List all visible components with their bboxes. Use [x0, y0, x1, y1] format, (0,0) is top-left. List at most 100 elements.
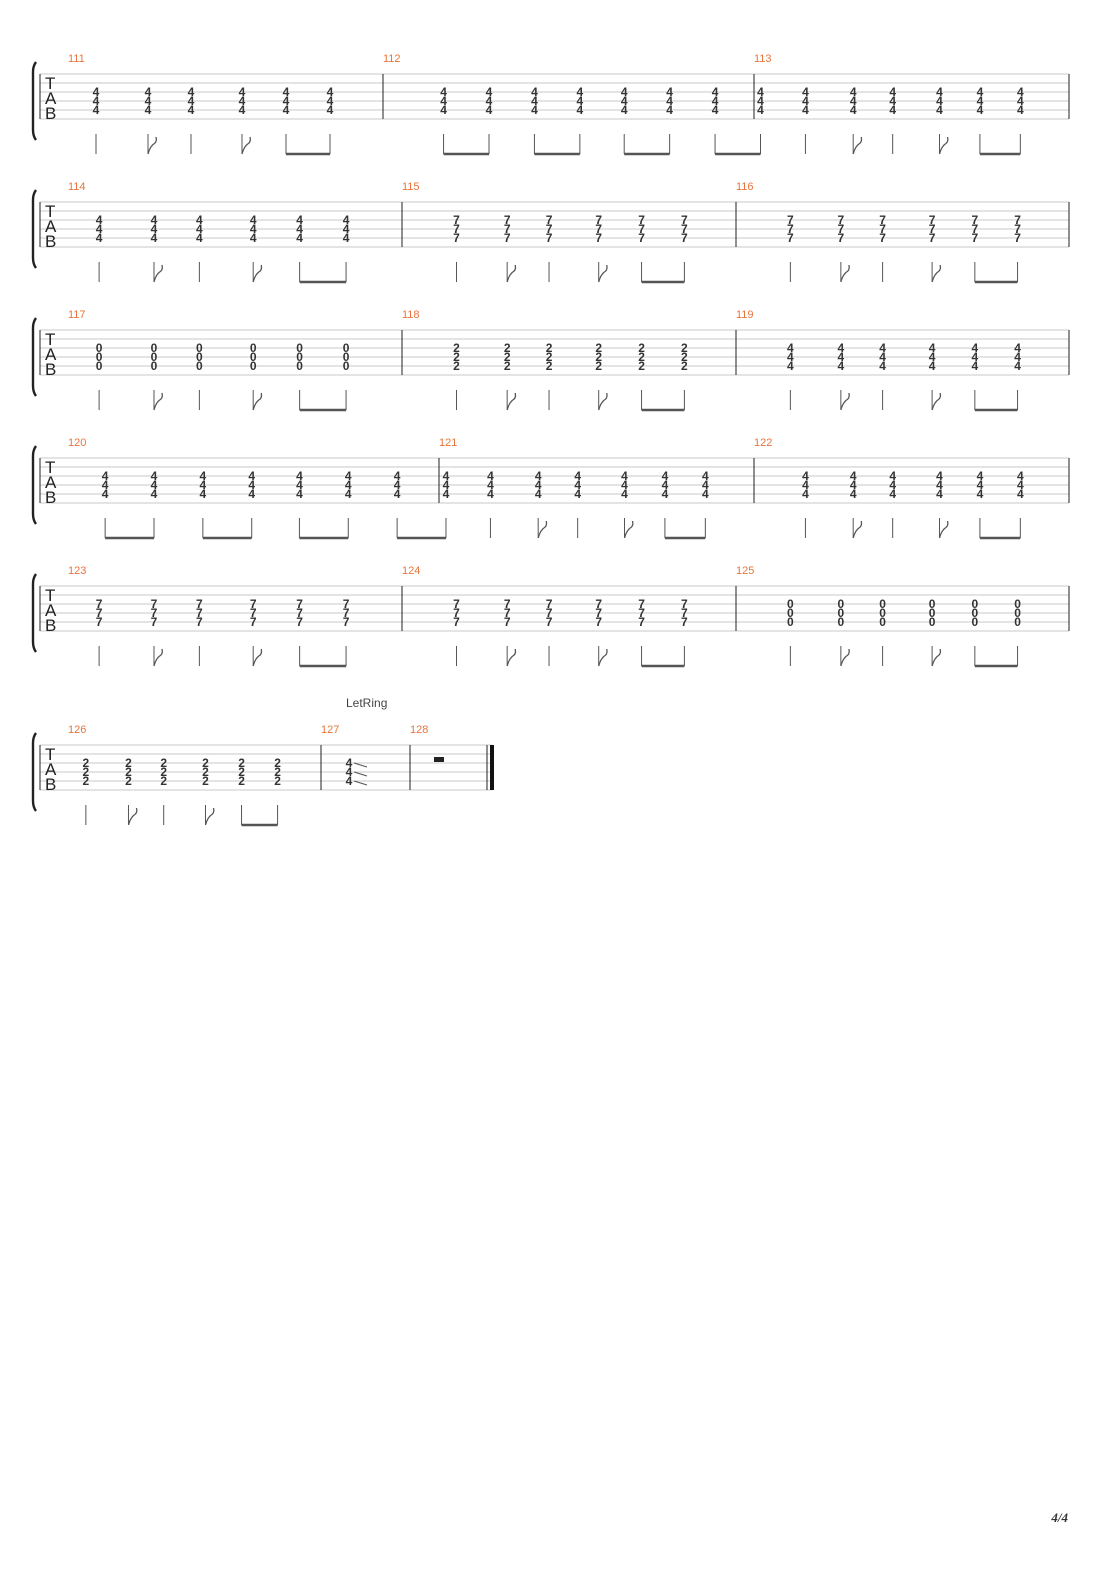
eighth-flag — [252, 392, 263, 411]
fret-number: 0 — [196, 359, 203, 373]
eighth-flag — [506, 264, 517, 283]
fret-number: 4 — [487, 487, 494, 501]
fret-number: 0 — [343, 359, 350, 373]
eighth-flag — [127, 807, 138, 826]
fret-number: 4 — [850, 478, 857, 492]
fret-number: 4 — [621, 103, 628, 117]
fret-number: 7 — [971, 231, 978, 245]
fret-number: 2 — [546, 341, 553, 355]
fret-number: 4 — [971, 350, 978, 364]
fret-number: 7 — [681, 213, 688, 227]
fret-number: 4 — [838, 359, 845, 373]
fret-number: 4 — [248, 469, 255, 483]
eighth-flag — [153, 648, 163, 667]
system-bracket — [31, 445, 37, 525]
fret-number: 2 — [83, 756, 90, 770]
fret-number: 4 — [879, 350, 886, 364]
fret-number: 7 — [838, 213, 845, 227]
fret-number: 7 — [546, 213, 553, 227]
fret-number: 4 — [850, 94, 857, 108]
fret-number: 4 — [1017, 469, 1024, 483]
tab-system: TAB1170000000000000000001182222222222222… — [31, 309, 1070, 412]
measure-number: 123 — [68, 565, 86, 577]
fret-number: 7 — [196, 597, 203, 611]
eighth-flag — [840, 392, 850, 411]
fret-number: 4 — [1017, 478, 1024, 492]
fret-number: 0 — [96, 359, 103, 373]
fret-number: 4 — [93, 85, 100, 99]
fret-number: 7 — [638, 222, 645, 236]
fret-number: 7 — [546, 615, 553, 629]
fret-number: 4 — [702, 478, 709, 492]
fret-number: 0 — [250, 350, 257, 364]
fret-number: 4 — [977, 103, 984, 117]
tab-clef-letter: T — [45, 586, 55, 605]
fret-number: 2 — [453, 359, 460, 373]
fret-number: 4 — [296, 222, 303, 236]
eighth-flag — [852, 520, 863, 539]
fret-number: 4 — [188, 85, 195, 99]
fret-number: 4 — [662, 478, 669, 492]
fret-number: 4 — [248, 487, 255, 501]
tab-clef-letter: A — [45, 217, 57, 236]
fret-number: 4 — [531, 103, 538, 117]
fret-number: 4 — [327, 103, 334, 117]
measure-number: 118 — [402, 309, 420, 321]
measure-number: 121 — [439, 437, 457, 449]
fret-number: 2 — [595, 359, 602, 373]
fret-number: 0 — [787, 606, 794, 620]
fret-number: 0 — [250, 341, 257, 355]
fret-number: 7 — [971, 213, 978, 227]
fret-number: 4 — [712, 94, 719, 108]
fret-number: 7 — [595, 615, 602, 629]
fret-number: 2 — [202, 774, 209, 788]
tab-clef-letter: A — [45, 89, 57, 108]
fret-number: 4 — [850, 85, 857, 99]
fret-number: 0 — [929, 615, 936, 629]
fret-number: 4 — [666, 85, 673, 99]
fret-number: 7 — [343, 606, 350, 620]
system-bracket — [31, 189, 37, 269]
fret-number: 4 — [936, 487, 943, 501]
fret-number: 4 — [936, 469, 943, 483]
fret-number: 7 — [595, 213, 602, 227]
fret-number: 0 — [787, 615, 794, 629]
fret-number: 2 — [274, 756, 281, 770]
fret-number: 7 — [638, 606, 645, 620]
fret-number: 4 — [239, 103, 246, 117]
eighth-flag — [931, 648, 942, 667]
fret-number: 4 — [929, 359, 936, 373]
fret-number: 2 — [274, 774, 281, 788]
fret-number: 7 — [504, 606, 511, 620]
fret-number: 0 — [879, 615, 886, 629]
fret-number: 2 — [504, 341, 511, 355]
fret-number: 4 — [757, 103, 764, 117]
fret-number: 4 — [102, 478, 109, 492]
fret-number: 4 — [345, 469, 352, 483]
fret-number: 4 — [486, 85, 493, 99]
fret-number: 7 — [343, 615, 350, 629]
fret-number: 4 — [802, 85, 809, 99]
fret-number: 4 — [535, 478, 542, 492]
tab-clef-letter: A — [45, 601, 57, 620]
fret-number: 0 — [1014, 606, 1021, 620]
fret-number: 0 — [879, 597, 886, 611]
fret-number: 4 — [443, 478, 450, 492]
fret-number: 2 — [681, 341, 688, 355]
fret-number: 4 — [802, 478, 809, 492]
fret-number: 0 — [96, 341, 103, 355]
fret-number: 7 — [151, 606, 158, 620]
fret-number: 2 — [453, 341, 460, 355]
fret-number: 4 — [662, 487, 669, 501]
fret-number: 4 — [802, 469, 809, 483]
fret-number: 7 — [96, 606, 103, 620]
eighth-flag — [852, 136, 863, 155]
eighth-flag — [840, 264, 850, 283]
fret-number: 4 — [850, 469, 857, 483]
fret-number: 7 — [546, 231, 553, 245]
fret-number: 4 — [929, 350, 936, 364]
